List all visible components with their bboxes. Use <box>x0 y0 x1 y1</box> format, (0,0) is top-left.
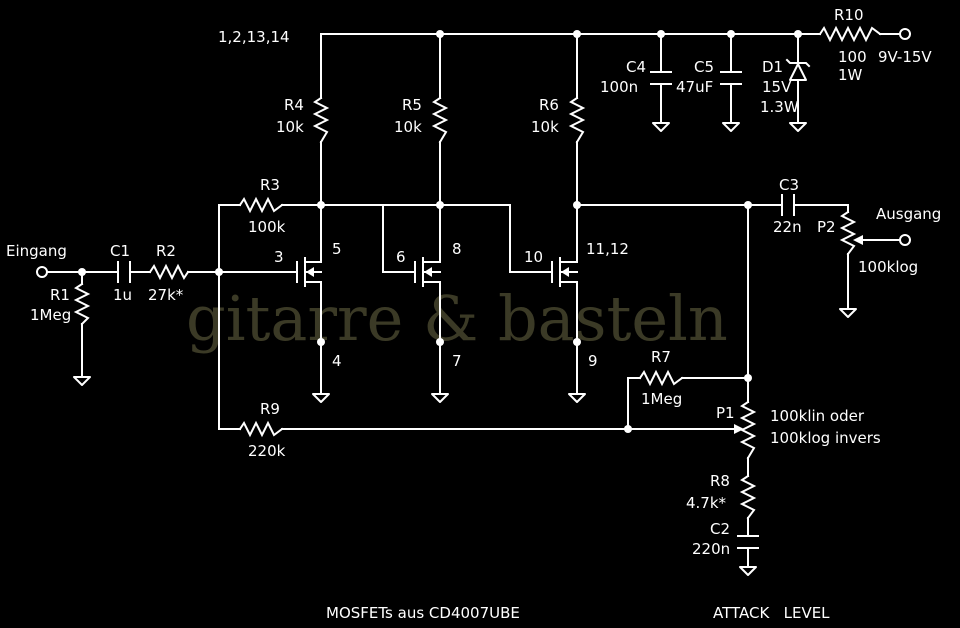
resistor-r9 <box>238 420 284 438</box>
pot-wipers <box>719 235 869 434</box>
resistor-r1 <box>73 282 91 326</box>
r4-value: 10k <box>276 118 304 136</box>
q1-drain-pin: 5 <box>332 240 342 258</box>
labels: 1,2,13,14 9V-15V Eingang Ausgang R1 1Meg… <box>6 6 941 622</box>
c3-ref: C3 <box>779 176 799 194</box>
supply-voltage-label: 9V-15V <box>878 48 932 66</box>
capacitor-c2 <box>737 535 759 549</box>
input-label: Eingang <box>6 242 67 260</box>
capacitor-c1 <box>117 261 131 283</box>
q1-gate-pin: 3 <box>274 248 284 266</box>
r7-value: 1Meg <box>641 390 682 408</box>
c4-value: 100n <box>600 78 638 96</box>
footer-controls: ATTACK LEVEL <box>713 604 830 622</box>
c4-ref: C4 <box>626 58 646 76</box>
c3-value: 22n <box>773 218 802 236</box>
capacitors <box>117 71 795 549</box>
c2-value: 220n <box>692 540 730 558</box>
c1-value: 1u <box>113 286 132 304</box>
r9-value: 220k <box>248 442 286 460</box>
resistor-r10 <box>818 25 882 43</box>
resistor-r2 <box>148 263 190 281</box>
c5-value: 47uF <box>676 78 713 96</box>
resistor-r5 <box>431 96 449 144</box>
r3-ref: R3 <box>260 176 280 194</box>
r8-ref: R8 <box>710 472 730 490</box>
resistor-r7 <box>638 369 684 387</box>
supply-pins-label: 1,2,13,14 <box>218 28 290 46</box>
junctions <box>78 30 802 433</box>
potentiometer-p2 <box>839 210 857 256</box>
r6-value: 10k <box>531 118 559 136</box>
mosfet-q2 <box>414 249 441 295</box>
resistor-r3 <box>238 196 284 214</box>
capacitor-c4 <box>650 71 672 85</box>
r10-value: 100 <box>838 48 867 66</box>
c1-ref: C1 <box>110 242 130 260</box>
q2-source-pin: 7 <box>452 352 462 370</box>
r4-ref: R4 <box>284 96 304 114</box>
r7-ref: R7 <box>651 348 671 366</box>
input-terminal <box>36 266 48 278</box>
r2-value: 27k* <box>148 286 184 304</box>
mosfet-q1 <box>296 249 322 295</box>
watermark: gitarre & basteln <box>186 282 728 355</box>
supply-terminal <box>899 28 911 40</box>
r3-value: 100k <box>248 218 286 236</box>
r5-value: 10k <box>394 118 422 136</box>
d1-ref: D1 <box>762 58 783 76</box>
r8-value: 4.7k* <box>686 494 727 512</box>
mosfet-q3 <box>551 249 578 295</box>
potentiometer-p1 <box>739 400 757 460</box>
r1-ref: R1 <box>50 286 70 304</box>
c2-ref: C2 <box>710 520 730 538</box>
q3-gate-pin: 10 <box>524 248 543 266</box>
footer-mosfets: MOSFETs aus CD4007UBE <box>326 604 520 622</box>
r2-ref: R2 <box>156 242 176 260</box>
resistor-r8 <box>739 474 757 520</box>
q3-drain-pin: 11,12 <box>586 240 629 258</box>
q2-drain-pin: 8 <box>452 240 462 258</box>
r5-ref: R5 <box>402 96 422 114</box>
p1-value-line2: 100klog invers <box>770 429 881 447</box>
q1-source-pin: 4 <box>332 352 342 370</box>
r1-value: 1Meg <box>30 306 71 324</box>
zener-diode-d1 <box>785 58 811 81</box>
output-label: Ausgang <box>876 205 941 223</box>
p1-value-line1: 100klin oder <box>770 407 865 425</box>
d1-power: 1.3W <box>760 98 799 116</box>
resistors <box>73 25 882 520</box>
q2-gate-pin: 6 <box>396 248 406 266</box>
r10-ref: R10 <box>834 6 864 24</box>
c5-ref: C5 <box>694 58 714 76</box>
q3-source-pin: 9 <box>588 352 598 370</box>
output-terminal <box>899 234 911 246</box>
p1-ref: P1 <box>716 404 735 422</box>
p2-ref: P2 <box>817 218 836 236</box>
resistor-r6 <box>568 96 586 144</box>
capacitor-c3 <box>781 194 795 216</box>
d1-voltage: 15V <box>762 78 792 96</box>
resistor-r4 <box>312 96 330 144</box>
p2-value: 100klog <box>858 258 918 276</box>
r10-power: 1W <box>838 66 863 84</box>
r6-ref: R6 <box>539 96 559 114</box>
capacitor-c5 <box>720 71 742 85</box>
r9-ref: R9 <box>260 400 280 418</box>
